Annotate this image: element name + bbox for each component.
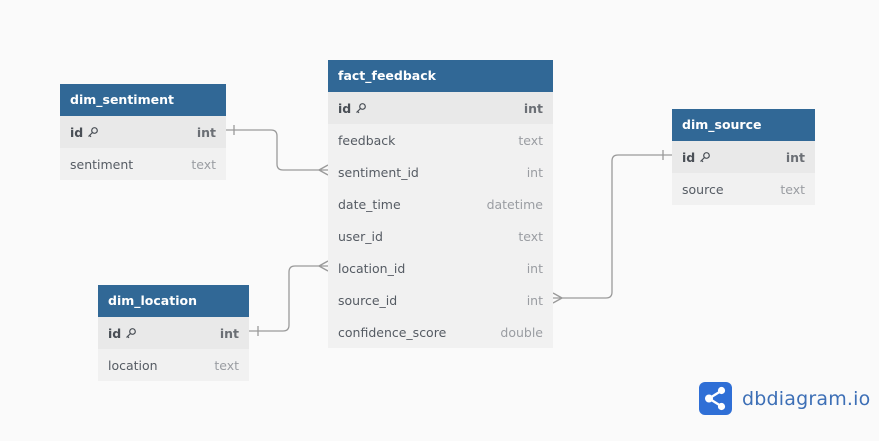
table-header[interactable]: fact_feedback [328,60,553,92]
column-row[interactable]: sentiment_id int [328,156,553,188]
column-name: location [108,357,158,373]
share-nodes-icon [699,382,732,415]
column-row[interactable]: id int [328,92,553,124]
table-fact-feedback[interactable]: fact_feedback id int feedback text senti… [328,60,553,348]
column-row[interactable]: confidence_score double [328,316,553,348]
column-name: source [682,181,724,197]
column-type: int [219,325,239,341]
column-row[interactable]: id int [672,141,815,173]
column-type: int [785,149,805,165]
column-name: user_id [338,228,383,244]
column-row[interactable]: feedback text [328,124,553,156]
link-sentiment[interactable] [226,129,328,171]
table-header[interactable]: dim_sentiment [60,84,226,116]
column-type: int [196,124,216,140]
column-name: id [108,325,122,341]
column-row[interactable]: location text [98,349,249,381]
column-name: date_time [338,196,401,212]
link-location[interactable] [249,265,328,332]
column-type: int [526,260,543,276]
column-type: text [214,357,239,373]
column-type: text [780,181,805,197]
key-icon [355,102,367,114]
table-dim-sentiment[interactable]: dim_sentiment id int sentiment text [60,84,226,180]
column-row[interactable]: date_time datetime [328,188,553,220]
brand-name: dbdiagram.io [742,387,871,410]
column-name: id [338,100,352,116]
column-type: datetime [486,196,543,212]
link-source[interactable] [553,154,672,299]
column-row[interactable]: location_id int [328,252,553,284]
column-name: sentiment_id [338,164,419,180]
column-type: double [500,324,543,340]
column-name: confidence_score [338,324,447,340]
brand-watermark[interactable]: dbdiagram.io [699,382,870,415]
column-row[interactable]: id int [60,116,226,148]
column-type: text [518,228,543,244]
column-row[interactable]: source_id int [328,284,553,316]
column-row[interactable]: id int [98,317,249,349]
table-dim-source[interactable]: dim_source id int source text [672,109,815,205]
column-type: int [526,292,543,308]
key-icon [125,327,137,339]
column-name: id [70,124,84,140]
table-header[interactable]: dim_source [672,109,815,141]
column-name: source_id [338,292,398,308]
column-type: int [523,100,543,116]
column-type: text [518,132,543,148]
column-row[interactable]: user_id text [328,220,553,252]
table-dim-location[interactable]: dim_location id int location text [98,285,249,381]
key-icon [699,151,711,163]
column-row[interactable]: sentiment text [60,148,226,180]
column-type: text [191,156,216,172]
column-name: sentiment [70,156,134,172]
column-type: int [526,164,543,180]
column-name: location_id [338,260,406,276]
key-icon [87,126,99,138]
column-name: id [682,149,696,165]
table-header[interactable]: dim_location [98,285,249,317]
column-name: feedback [338,132,396,148]
column-row[interactable]: source text [672,173,815,205]
